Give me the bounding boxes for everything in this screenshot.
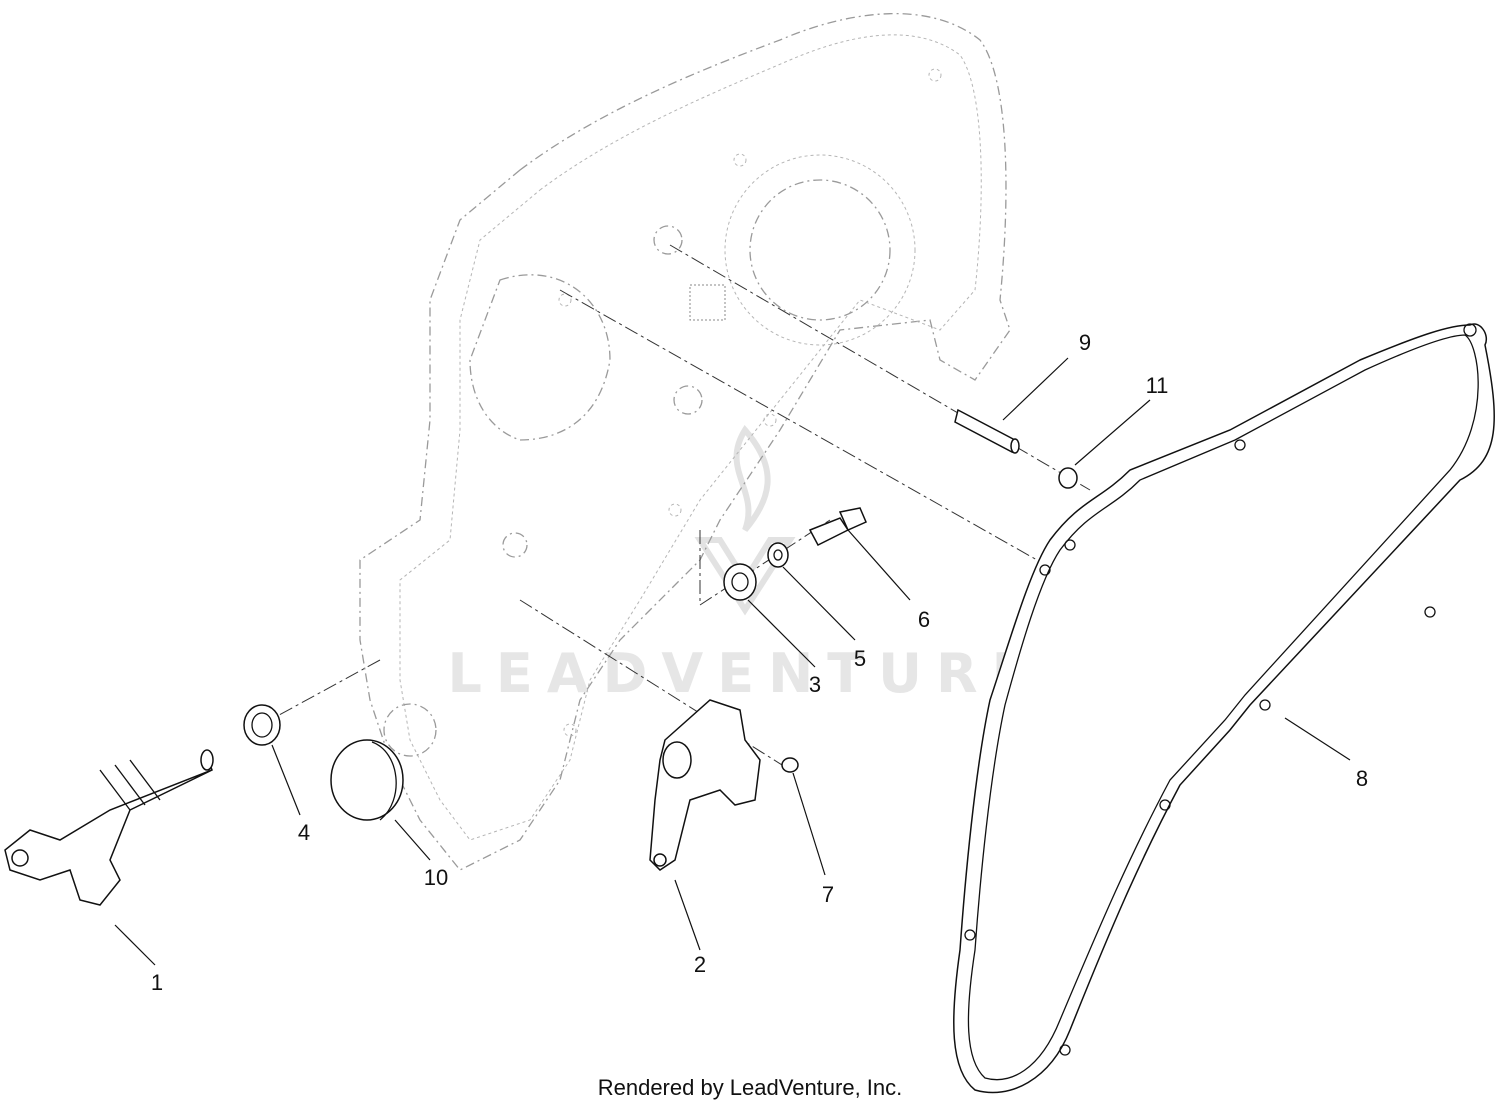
part-6-bolt: [808, 507, 867, 546]
timing-cover-housing: [359, 12, 1011, 871]
part-4-seal: [243, 704, 281, 746]
callout-2: 2: [694, 952, 706, 977]
watermark-text: LEADVENTURE: [448, 642, 1043, 705]
part-9-dowel-pin: [954, 408, 1020, 454]
part-1-shift-shaft: [4, 749, 214, 906]
part-7-set-screw: [781, 757, 799, 773]
alignment-centerlines: [269, 244, 1091, 771]
callout-3: 3: [809, 672, 821, 697]
part-2-shift-fork: [649, 699, 761, 871]
watermark: LEADVENTURE: [448, 424, 1043, 705]
part-3-bushing: [723, 563, 757, 601]
callouts: 1 2 3 4 5 6 7 8 9 10 11: [151, 330, 1368, 995]
callout-1: 1: [151, 970, 163, 995]
footer-credit: Rendered by LeadVenture, Inc.: [598, 1075, 903, 1100]
part-11-o-ring: [1058, 467, 1078, 489]
callout-4: 4: [298, 820, 310, 845]
callout-6: 6: [918, 607, 930, 632]
leader-lines: [114, 357, 1351, 966]
part-10-plug: [330, 739, 404, 821]
part-5-washer: [767, 542, 789, 568]
callout-5: 5: [854, 646, 866, 671]
part-8-gasket: [953, 323, 1495, 1094]
watermark-logo-icon: [694, 424, 796, 616]
callout-10: 10: [424, 865, 448, 890]
callout-11: 11: [1146, 373, 1169, 398]
callout-9: 9: [1079, 330, 1091, 355]
callout-8: 8: [1356, 766, 1368, 791]
callout-7: 7: [822, 882, 834, 907]
